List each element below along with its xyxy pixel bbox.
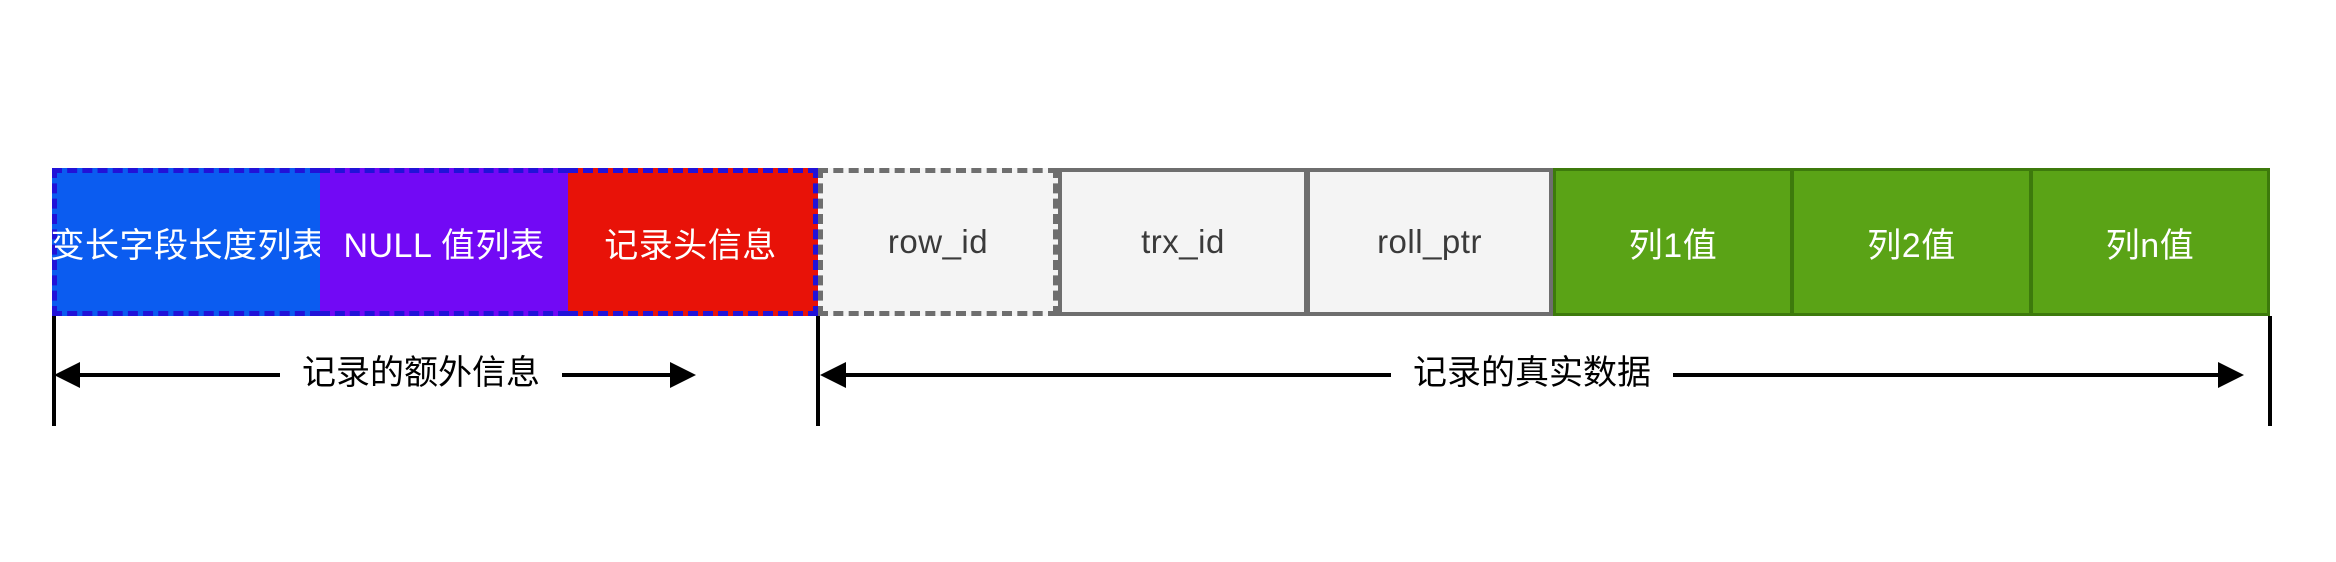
segment-label-var-len-field-list: 变长字段长度列表: [50, 226, 327, 265]
arrow-line-segment: [80, 373, 280, 377]
segment-column-1-value: 列1值: [1553, 168, 1792, 316]
arrow-head-left-icon: [820, 362, 846, 388]
segment-roll-ptr: roll_ptr: [1306, 168, 1553, 316]
arrow-line-segment: [846, 373, 1391, 377]
segment-label-column-1-value: 列1值: [1628, 226, 1718, 265]
annotation-real-data: 记录的真实数据: [820, 355, 2268, 395]
segment-var-len-field-list: 变长字段长度列表: [51, 168, 326, 316]
annotation-extra-info: 记录的额外信息: [54, 355, 816, 395]
arrow-line-segment: [1673, 373, 2218, 377]
segment-label-null-value-list: NULL 值列表: [343, 226, 545, 265]
segment-label-column-n-value: 列n值: [2105, 226, 2195, 265]
arrow-line-segment: [562, 373, 670, 377]
measure-tick-right: [2268, 316, 2272, 426]
segment-null-value-list: NULL 值列表: [320, 168, 568, 316]
segment-column-n-value: 列n值: [2031, 168, 2270, 316]
segment-row-id: row_id: [818, 168, 1058, 316]
arrow-head-left-icon: [54, 362, 80, 388]
arrow-head-right-icon: [2218, 362, 2244, 388]
arrow-head-right-icon: [670, 362, 696, 388]
segment-label-roll-ptr: roll_ptr: [1377, 223, 1482, 260]
segment-column-2-value: 列2值: [1792, 168, 2031, 316]
measure-tick-middle: [816, 316, 820, 426]
segment-label-row-id: row_id: [887, 223, 989, 260]
segment-record-header: 记录头信息: [568, 168, 818, 316]
segment-label-trx-id: trx_id: [1141, 223, 1225, 260]
annotation-label-extra-info: 记录的额外信息: [302, 354, 540, 392]
segment-label-column-2-value: 列2值: [1867, 226, 1956, 265]
annotation-label-real-data: 记录的真实数据: [1413, 354, 1651, 392]
segment-label-record-header: 记录头信息: [604, 226, 777, 265]
segment-trx-id: trx_id: [1058, 168, 1306, 316]
